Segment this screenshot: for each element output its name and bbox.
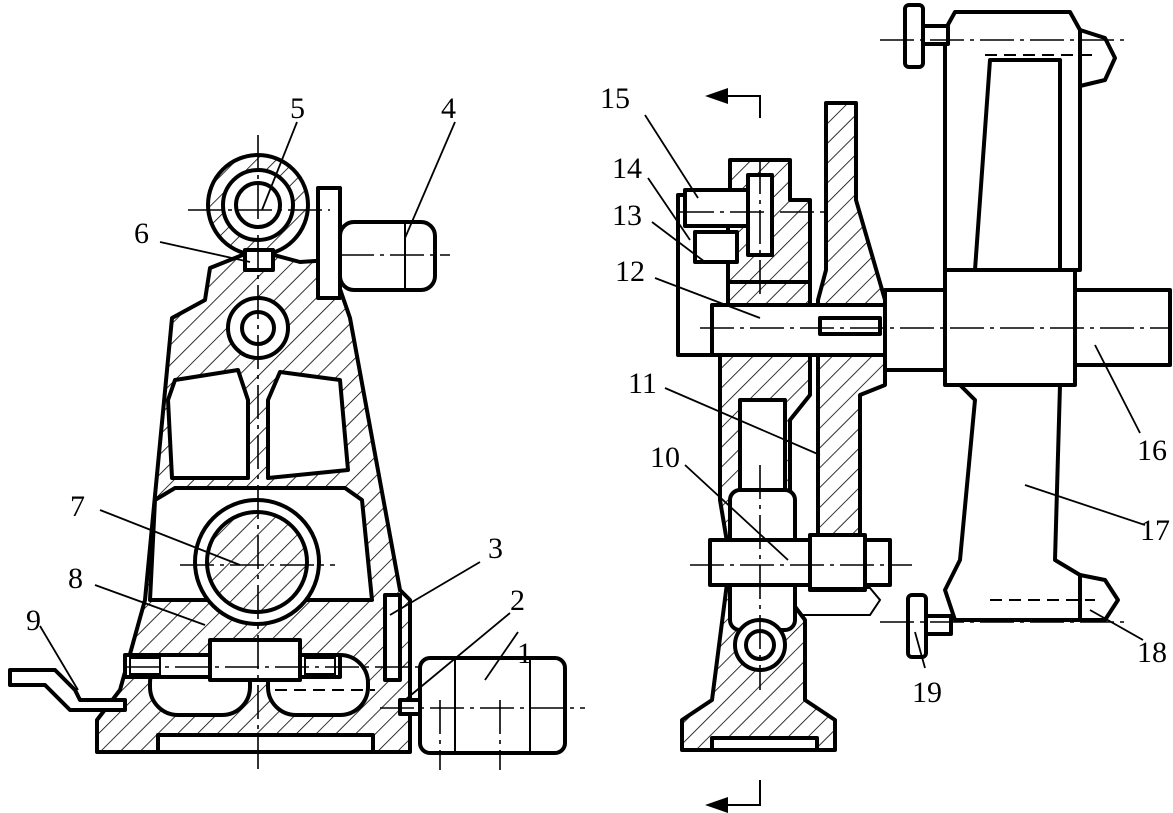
label-19: 19 <box>912 676 942 709</box>
bearing-inner-left <box>129 657 161 675</box>
lower-bracket <box>800 587 882 616</box>
base-recess <box>156 733 375 754</box>
c-frame-lower <box>943 383 1082 622</box>
screw-shank-19 <box>924 614 953 636</box>
label-10: 10 <box>650 441 680 474</box>
clamp-screw-19 <box>906 593 928 659</box>
shaft-collar <box>883 288 947 372</box>
top-screw-shank <box>921 24 950 46</box>
leader-3 <box>389 561 481 616</box>
label-15: 15 <box>600 82 630 115</box>
leader-1 <box>484 631 519 681</box>
coupling-2 <box>398 698 422 716</box>
motor-4-body <box>338 220 437 292</box>
motor-bracket <box>383 593 402 682</box>
label-11: 11 <box>628 367 657 400</box>
motor-flange-4 <box>316 186 342 300</box>
label-9: 9 <box>26 604 41 637</box>
label-4: 4 <box>441 92 456 125</box>
worm-wheel-hub <box>205 510 309 614</box>
label-5: 5 <box>290 92 305 125</box>
label-13: 13 <box>612 199 642 232</box>
leader-lines <box>39 114 1146 701</box>
block-13 <box>693 230 739 264</box>
center-lines <box>125 39 1170 775</box>
label-7: 7 <box>70 490 85 523</box>
housing-window-upper-right <box>266 370 350 480</box>
leader-5 <box>261 121 298 211</box>
label-17: 17 <box>1140 514 1170 547</box>
housing-window-upper-left <box>166 368 250 480</box>
upper-jaw <box>1078 28 1117 88</box>
shaft-key <box>818 316 882 336</box>
label-2: 2 <box>510 584 525 617</box>
label-8: 8 <box>68 562 83 595</box>
leader-10 <box>684 464 789 561</box>
leader-12 <box>654 277 761 319</box>
leader-16 <box>1094 344 1141 434</box>
worm-block <box>208 638 302 682</box>
label-6: 6 <box>134 217 149 250</box>
leader-6 <box>159 241 251 263</box>
top-clamp-screw <box>903 3 925 69</box>
hand-crank <box>8 668 127 712</box>
leader-19 <box>914 631 926 669</box>
electric-motor <box>418 656 567 755</box>
label-14: 14 <box>612 152 642 185</box>
label-1: 1 <box>517 637 532 670</box>
shaft-bearing-left <box>123 653 212 679</box>
section-arrowhead-bottom <box>705 797 728 813</box>
bearing-inner-right <box>304 657 336 675</box>
leader-8 <box>94 584 206 626</box>
column-slot <box>738 398 787 492</box>
label-16: 16 <box>1137 434 1167 467</box>
section-arrowhead-top <box>705 88 728 104</box>
leader-11 <box>664 387 821 456</box>
leader-14 <box>647 177 691 241</box>
label-12: 12 <box>615 255 645 288</box>
leader-17 <box>1024 484 1146 526</box>
front-view <box>8 153 567 755</box>
leader-9 <box>39 625 79 691</box>
part-labels: 1 2 3 4 5 6 7 8 9 10 11 12 13 14 15 16 1… <box>26 82 1170 709</box>
pinion-6 <box>243 248 275 272</box>
c-frame-17 <box>943 10 1082 272</box>
label-3: 3 <box>488 532 503 565</box>
coupling-block <box>808 533 867 592</box>
side-view <box>676 3 1172 813</box>
leader-2 <box>404 612 511 701</box>
shaft-bearing-right <box>298 653 342 679</box>
lower-jaw-18 <box>1078 573 1120 622</box>
leader-4 <box>404 121 456 239</box>
column-base-recess <box>710 736 819 752</box>
leader-18 <box>1089 609 1144 641</box>
leader-7 <box>99 509 241 566</box>
leader-13 <box>651 221 706 263</box>
label-18: 18 <box>1137 636 1167 669</box>
leader-15 <box>644 114 699 199</box>
